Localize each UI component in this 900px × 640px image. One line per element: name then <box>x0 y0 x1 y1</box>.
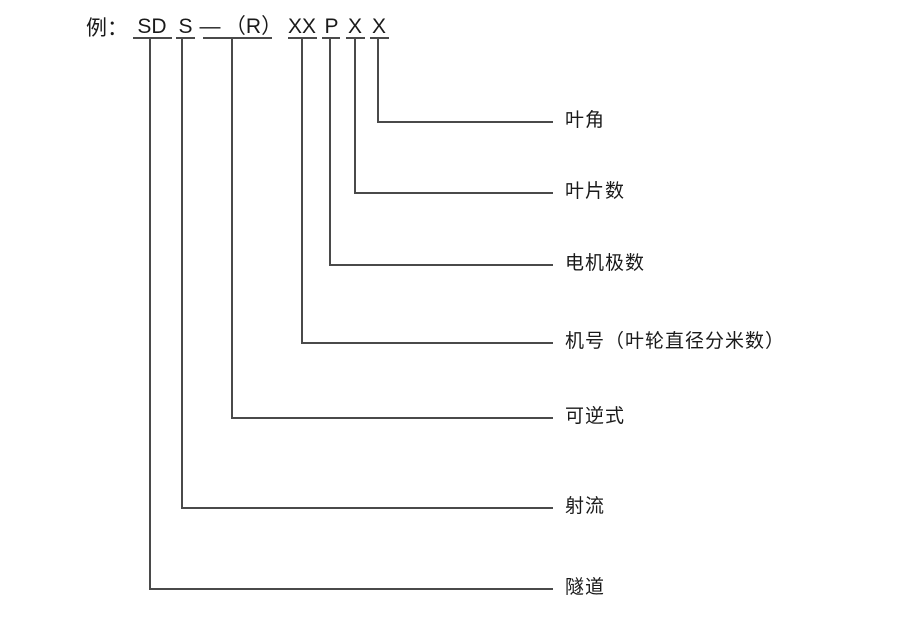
code-segment-r: （R） <box>224 15 283 38</box>
code-segment-xx: XX <box>287 15 316 38</box>
leader-motor-poles <box>329 38 553 266</box>
code-segment-s: S <box>178 15 193 38</box>
callout-machine-number: 机号（叶轮直径分米数） <box>565 331 786 352</box>
leader-blade-count <box>354 38 553 194</box>
callout-reversible: 可逆式 <box>565 406 626 427</box>
leader-reversible <box>231 38 553 419</box>
leader-machine-number <box>301 38 553 344</box>
code-segment-p: P <box>324 15 339 38</box>
leader-blade-angle <box>377 38 553 123</box>
leader-jet <box>181 38 553 509</box>
model-code-row: 例： SD S — （R） XX P X X <box>86 10 391 40</box>
callout-blade-angle: 叶角 <box>565 110 606 131</box>
code-segment-dash: — <box>199 15 221 38</box>
callout-tunnel: 隧道 <box>565 577 606 598</box>
code-segment-sd: SD <box>137 15 167 38</box>
callout-blade-count: 叶片数 <box>565 181 626 202</box>
example-prefix: 例： <box>86 17 128 40</box>
callout-jet: 射流 <box>565 496 606 517</box>
callout-motor-poles: 电机极数 <box>565 253 646 274</box>
code-segment-x2: X <box>371 15 386 38</box>
leader-tunnel <box>149 38 553 590</box>
code-segment-x1: X <box>347 15 362 38</box>
